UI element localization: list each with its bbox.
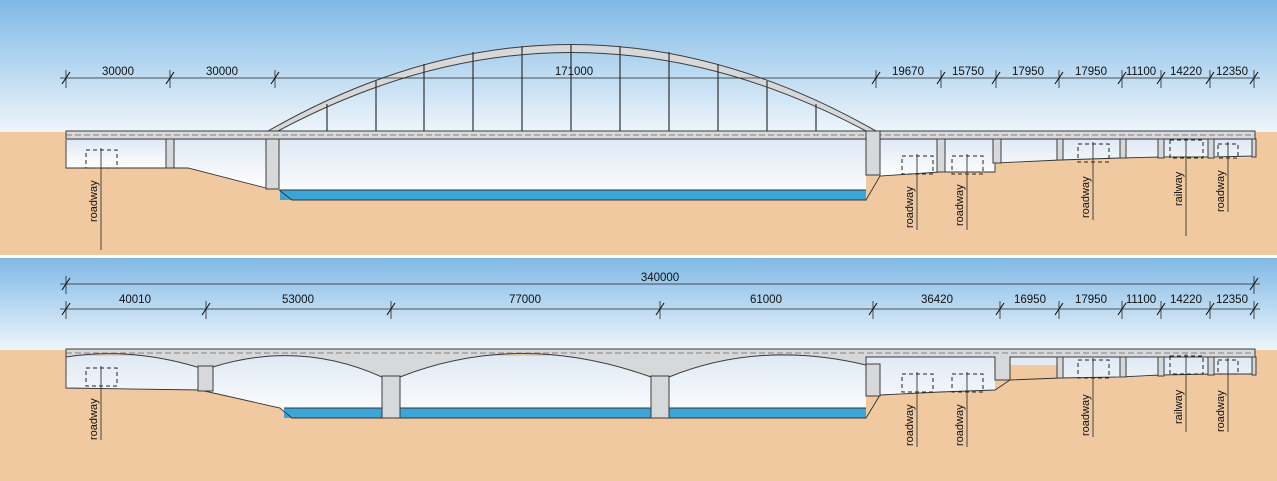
bottom-ground-line [65,356,1255,419]
top-crossing-labels: roadway roadway roadway roadway railway … [88,170,1227,228]
bottom-pier [650,375,670,419]
bottom-panel: roadway roadway roadway roadway railway … [0,258,1277,481]
bottom-crossing-markers [85,354,1239,447]
top-pier [936,138,946,173]
bottom-crossing-label: roadway [1215,390,1227,432]
top-dimension-label: 17950 [1075,66,1107,78]
bottom-pier [1157,356,1165,377]
bottom-pier [197,365,214,392]
top-ground-line [65,140,1256,201]
top-crossing-label: roadway [88,180,100,222]
top-pier [992,138,1002,164]
bottom-pier [381,375,401,419]
bottom-crossing-labels: roadway roadway roadway roadway railway … [88,389,1227,446]
bottom-total-label: 340000 [641,272,679,284]
bottom-dimension-label: 61000 [750,294,782,306]
top-crossing-markers [85,138,1239,250]
bottom-dimension-label: 11100 [1126,294,1156,306]
bottom-dimension-label: 40010 [119,294,151,306]
bottom-crossing-label: railway [1173,389,1185,424]
top-dimension-label: 30000 [102,66,134,78]
bottom-total-dimension: 340000 [60,272,1260,294]
top-pier [165,138,175,169]
top-dimension-label: 11100 [1126,66,1156,78]
top-dimension-chain: 30000 30000 171000 19670 15750 17950 179… [60,66,1260,88]
bottom-dimension-label: 12350 [1216,294,1248,306]
panel-separator [0,255,1277,258]
top-crossing-label: roadway [954,184,966,226]
top-dimension-label: 17950 [1012,66,1044,78]
top-pier [1157,138,1165,159]
top-crossing-label: railway [1173,171,1185,206]
bottom-pier [1207,356,1215,376]
bottom-dimension-label: 16950 [1014,294,1046,306]
top-dimension-ticks [61,70,1259,88]
bottom-pier [1251,356,1257,376]
bottom-water [284,408,866,418]
bottom-dimension-ticks [61,301,1259,319]
bottom-dimension-label: 53000 [282,294,314,306]
top-arch-hangers [326,44,817,131]
top-water [280,190,866,200]
bottom-crossing-label: roadway [88,398,100,440]
bottom-sky [0,258,1277,350]
top-panel: roadway roadway roadway roadway railway … [0,0,1277,255]
top-dimension-label: 14220 [1170,66,1202,78]
bottom-deck-arches [65,348,1256,381]
top-pier [1251,138,1257,158]
top-dimension-label: 19670 [892,66,924,78]
top-dimension-label: 15750 [952,66,984,78]
top-crossing-label: roadway [1215,170,1227,212]
bottom-crossing-label: roadway [1080,394,1092,436]
top-crossing-label: roadway [1080,176,1092,218]
top-dimension-label: 12350 [1216,66,1248,78]
top-river-basin [279,140,866,200]
top-dimension-label: 171000 [555,66,593,78]
bottom-dimension-label: 14220 [1170,294,1202,306]
top-pier [1056,138,1064,161]
bottom-dimension-label: 17950 [1075,294,1107,306]
bottom-dimension-chain: 40010 53000 77000 61000 36420 16950 1795… [60,294,1260,319]
top-dimension-label: 30000 [206,66,238,78]
top-crossing-label: roadway [904,186,916,228]
top-arch-abutment-right [865,130,881,176]
top-left-void [66,140,166,168]
bottom-crossing-label: roadway [954,404,966,446]
top-pier [1119,138,1127,159]
bottom-dimension-label: 36420 [921,294,953,306]
top-sky [0,0,1277,132]
bottom-abutment [865,363,881,397]
bottom-pier [1056,356,1064,379]
top-pier [1207,138,1215,159]
top-arch-abutment-left [265,138,280,190]
bottom-crossing-label: roadway [904,404,916,446]
bottom-pier [1119,356,1127,378]
bottom-dimension-label: 77000 [509,294,541,306]
